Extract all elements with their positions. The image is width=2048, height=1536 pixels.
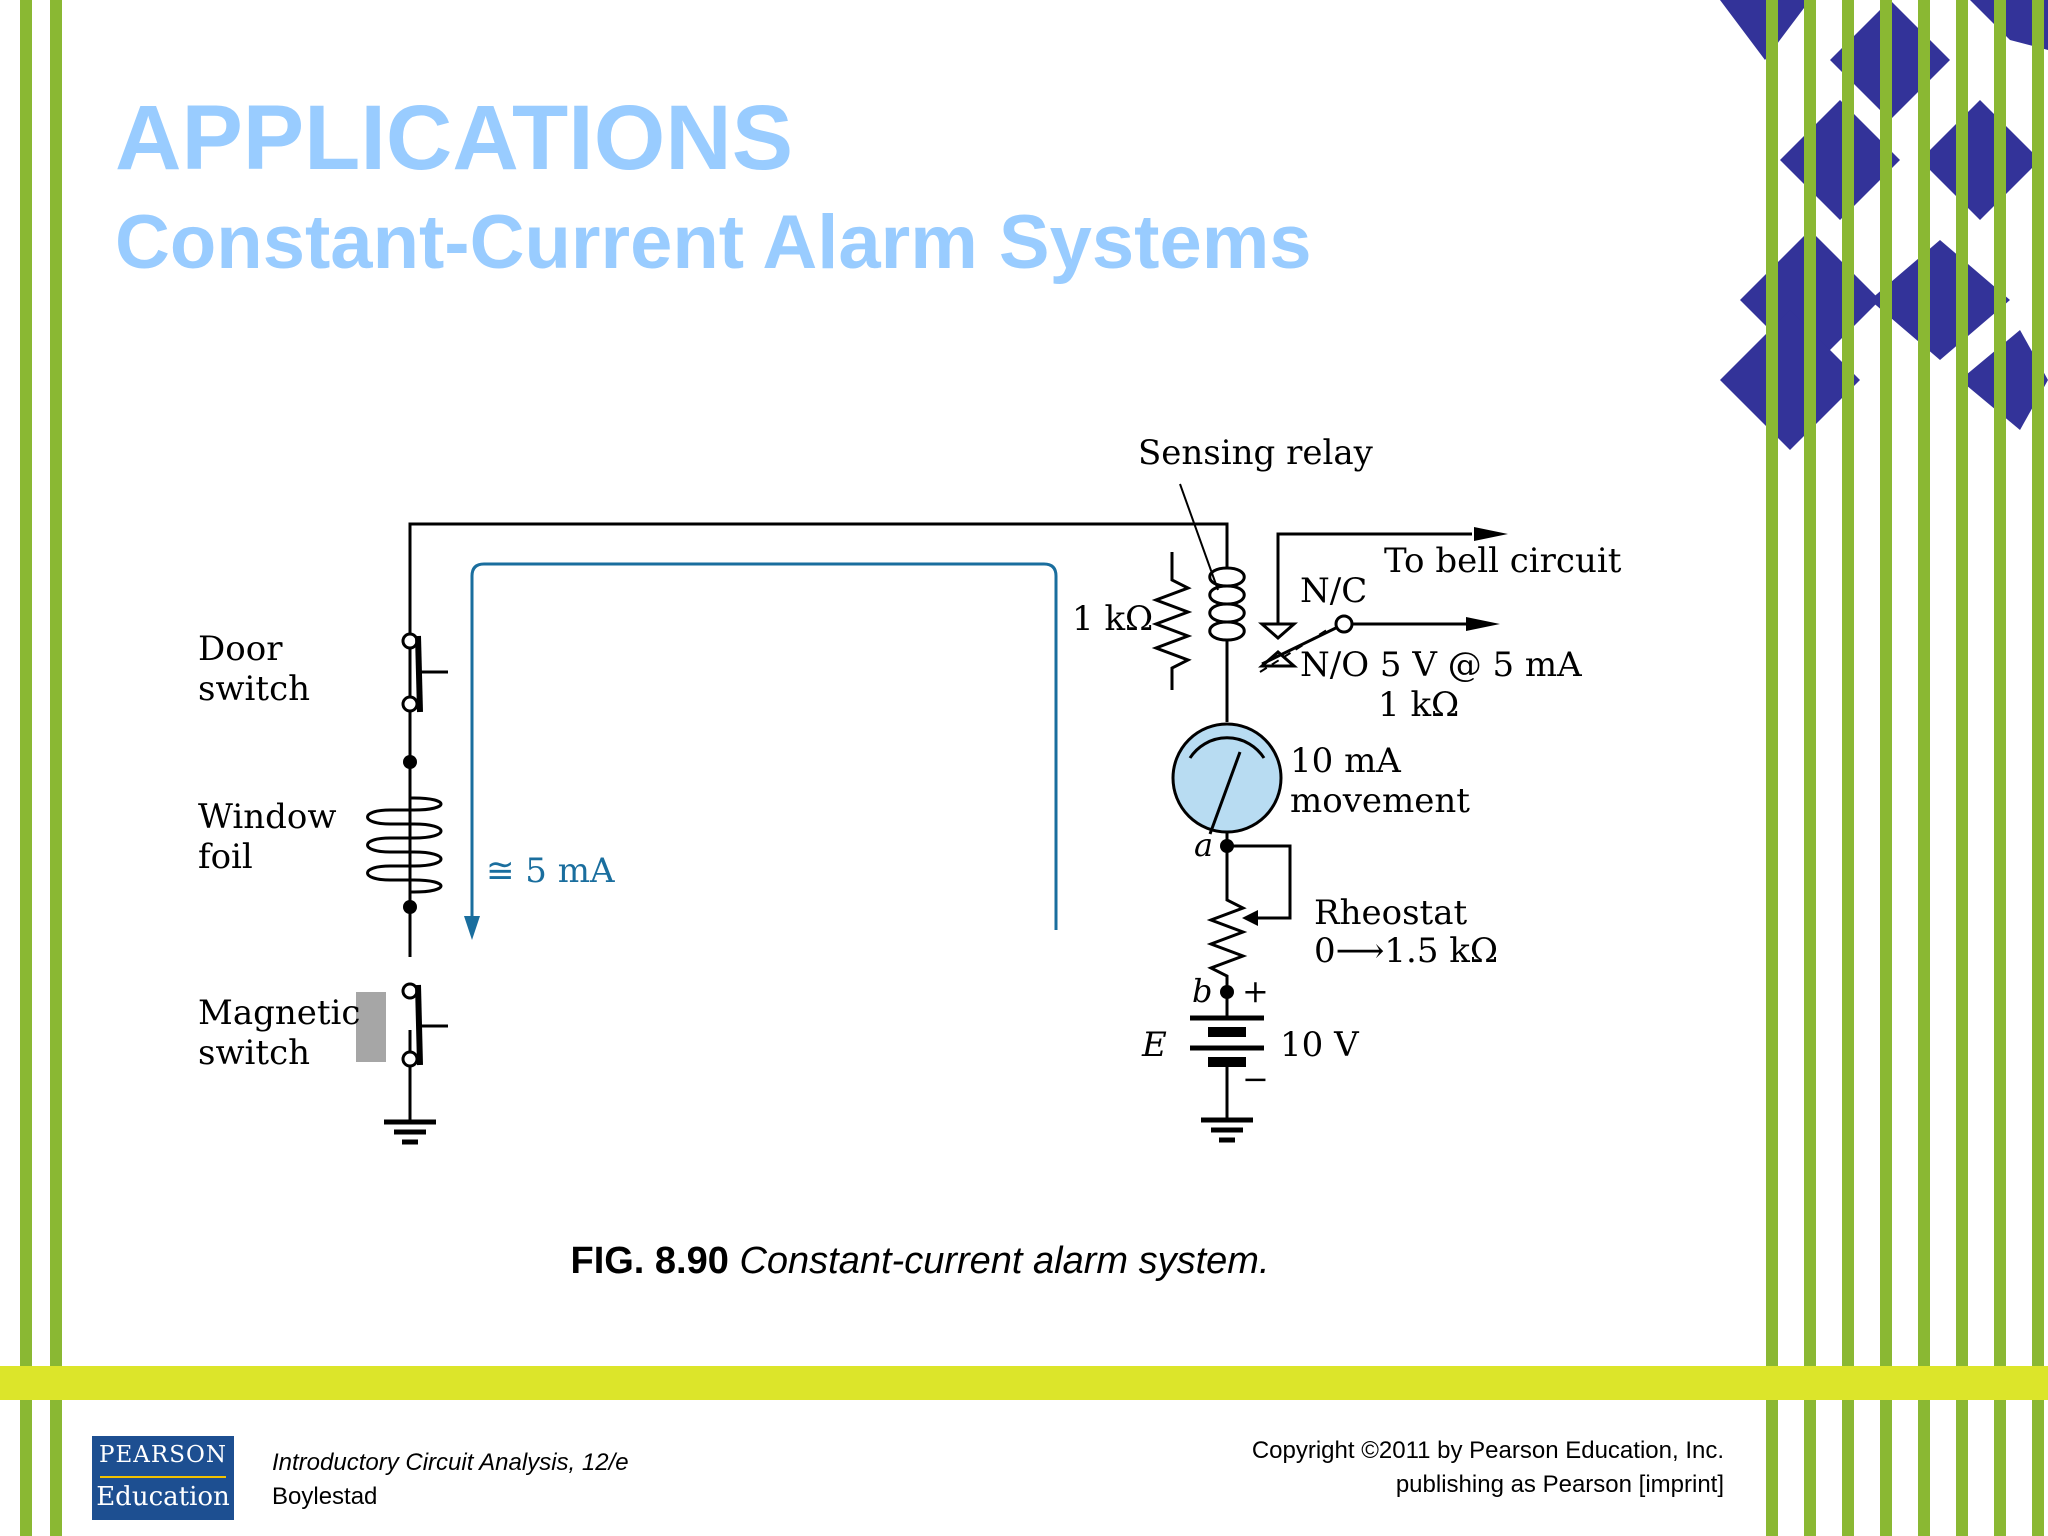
meter-label-line1: 10 mA <box>1290 741 1401 781</box>
logo-bottom-text: Education <box>96 1482 230 1512</box>
pearson-logo: PEARSON Education <box>92 1436 234 1520</box>
battery-value-label: 10 V <box>1280 1025 1360 1065</box>
book-info: Introductory Circuit Analysis, 12/e Boyl… <box>272 1446 629 1514</box>
footer-band <box>0 1366 2048 1400</box>
node-a-label: a <box>1194 826 1213 864</box>
slide-title: APPLICATIONS <box>115 87 794 189</box>
to-bell-label: To bell circuit <box>1384 541 1622 581</box>
figure-caption-text: Constant-current alarm system. <box>739 1240 1270 1282</box>
logo-top-text: PEARSON <box>99 1442 227 1468</box>
book-author: Boylestad <box>272 1483 378 1510</box>
copyright-line2: publishing as Pearson [imprint] <box>1395 1471 1724 1498</box>
copyright-line1: Copyright ©2011 by Pearson Education, In… <box>1251 1437 1724 1464</box>
window-label-line1: Window <box>198 797 336 837</box>
figure-caption: FIG. 8.90 Constant-current alarm system. <box>0 1240 1840 1283</box>
alarm-circuit-diagram: Sensing relay To bell circuit N/C N/O 5 … <box>198 433 1622 1145</box>
battery-name-label: E <box>1141 1025 1167 1065</box>
magnetic-label-line1: Magnetic <box>198 993 360 1033</box>
door-label-line1: Door <box>198 629 283 669</box>
left-stripe-1 <box>20 0 32 1536</box>
node-b-label: b <box>1192 972 1212 1010</box>
meter-label-line2: movement <box>1290 781 1470 821</box>
relay-resistance-label: 1 kΩ <box>1378 685 1459 725</box>
battery-minus-label: − <box>1242 1060 1269 1098</box>
right-decoration <box>1720 0 2048 1536</box>
nc-label: N/C <box>1300 571 1367 611</box>
left-stripe-2 <box>50 0 62 1536</box>
current-label: ≅ 5 mA <box>486 851 615 891</box>
battery-plus-label: + <box>1242 972 1269 1010</box>
no-spec-label: N/O 5 V @ 5 mA <box>1300 645 1582 685</box>
magnetic-label-line2: switch <box>198 1033 310 1073</box>
figure-number: FIG. 8.90 <box>570 1240 729 1282</box>
logo-rule <box>100 1476 226 1478</box>
slide-subtitle: Constant-Current Alarm Systems <box>115 200 1312 285</box>
rheostat-label-line1: Rheostat <box>1314 893 1467 933</box>
magnet-block <box>356 992 386 1062</box>
door-label-line2: switch <box>198 669 310 709</box>
resistor-1k-label: 1 kΩ <box>1072 599 1153 639</box>
copyright: Copyright ©2011 by Pearson Education, In… <box>1252 1434 1724 1502</box>
book-title: Introductory Circuit Analysis, 12/e <box>272 1449 629 1476</box>
rheostat-label-line2: 0⟶1.5 kΩ <box>1314 931 1498 971</box>
window-label-line2: foil <box>198 837 253 877</box>
sensing-relay-label: Sensing relay <box>1138 433 1374 473</box>
